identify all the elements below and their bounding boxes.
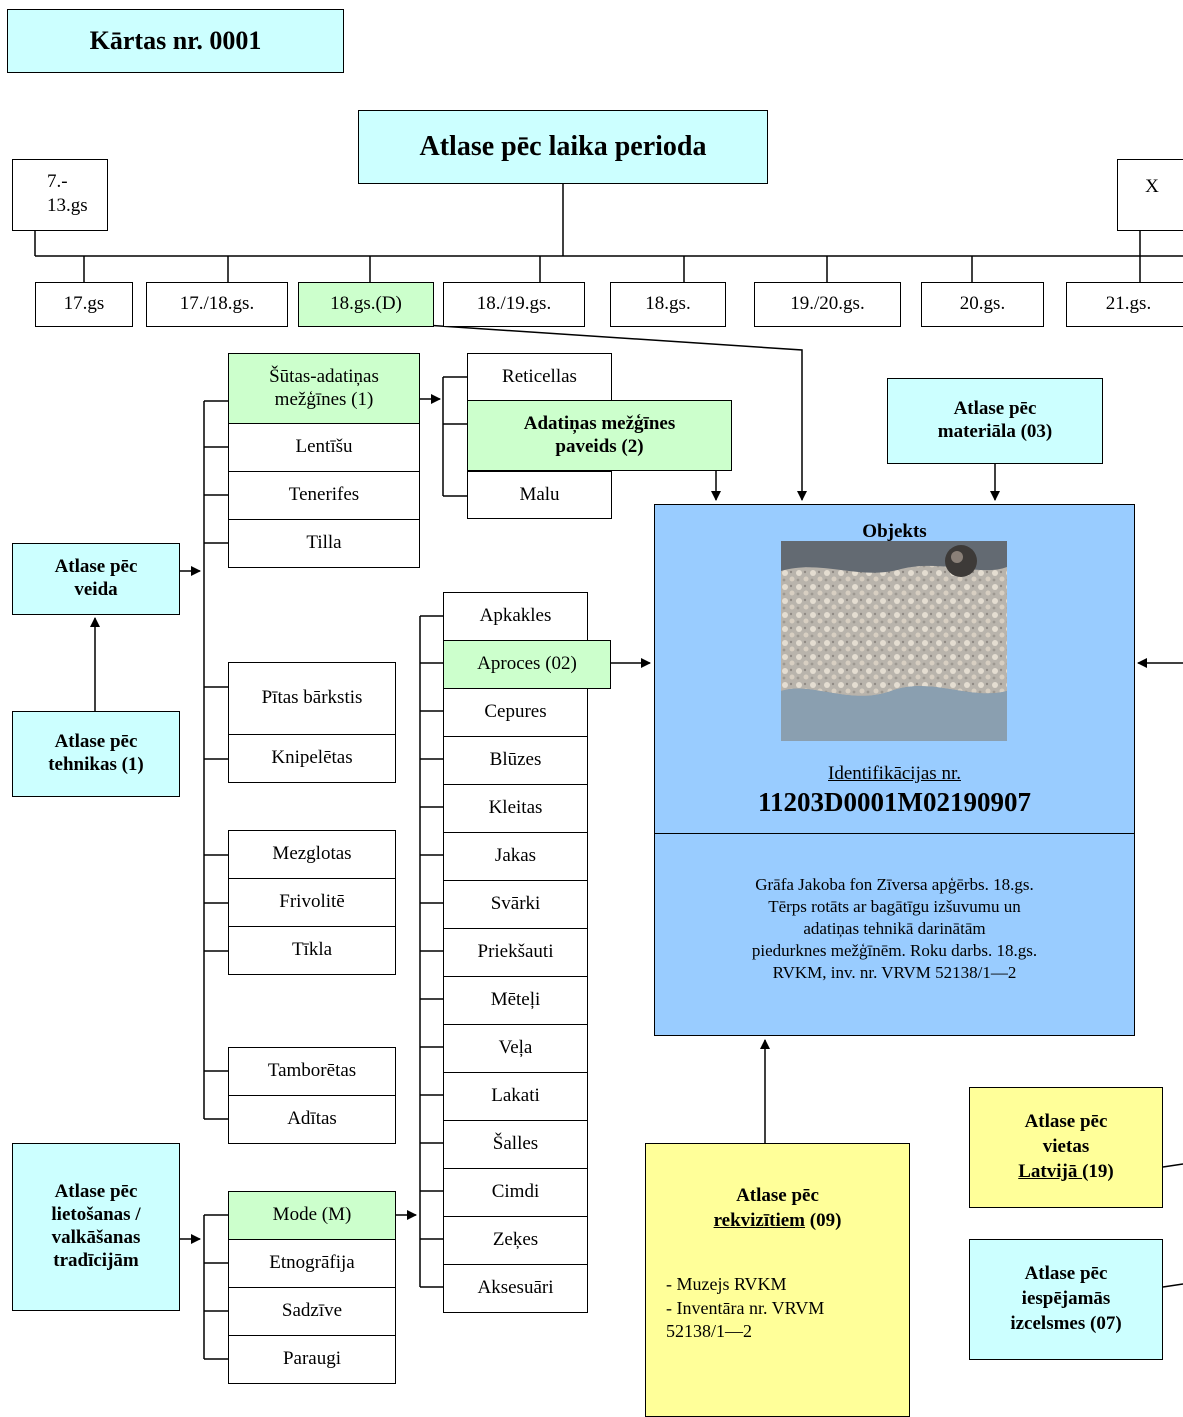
subtype-malu[interactable]: Malu	[467, 471, 612, 519]
material-selector-line2: materiāla (03)	[937, 421, 1053, 442]
technique-selector-line2: tehnikas (1)	[48, 754, 144, 775]
garment-item[interactable]: Jakas	[443, 832, 588, 881]
requisites-line: - Inventāra nr. VRVM	[666, 1297, 825, 1318]
period-left-line2: 13.gs	[47, 194, 88, 216]
usage-selector[interactable]: Atlase pēc lietošanas / valkāšanas tradī…	[12, 1143, 180, 1311]
lace-image	[781, 541, 1007, 741]
type-pitas[interactable]: Pītas bārkstis	[228, 662, 396, 735]
usage-item[interactable]: Etnogrāfija	[228, 1239, 396, 1288]
period-item[interactable]: 17.gs	[35, 282, 133, 327]
requisites-line: 52138/1—2	[666, 1321, 753, 1342]
garment-item[interactable]: Šalles	[443, 1120, 588, 1169]
type-mezglotas[interactable]: Mezglotas	[228, 830, 396, 879]
requisites-selector[interactable]: Atlase pēc rekvizītiem (09) - Muzejs RVK…	[645, 1143, 910, 1417]
type-tenerifes[interactable]: Tenerifes	[228, 471, 420, 520]
period-left-box[interactable]: 7.- 13.gs	[12, 159, 108, 231]
origin-selector[interactable]: Atlase pēc iespējamās izcelsmes (07)	[969, 1239, 1163, 1360]
period-item[interactable]: 19./20.gs.	[754, 282, 901, 327]
garment-item[interactable]: Svārki	[443, 880, 588, 929]
garment-item[interactable]: Cimdi	[443, 1168, 588, 1217]
period-right-box[interactable]: X	[1117, 159, 1183, 231]
object-description-line: piedurknes mežģīnēm. Roku darbs. 18.gs.	[751, 941, 1038, 961]
origin-line3: izcelsmes (07)	[1010, 1312, 1122, 1334]
place-code: (19)	[1082, 1160, 1114, 1182]
place-selector[interactable]: Atlase pēc vietas Latvijā (19)	[969, 1087, 1163, 1208]
material-selector[interactable]: Atlase pēc materiāla (03)	[887, 378, 1103, 464]
garment-item[interactable]: Blūzes	[443, 736, 588, 785]
technique-selector-line1: Atlase pēc	[54, 731, 138, 753]
object-description-line: adatiņas tehnikā darinātām	[803, 919, 986, 939]
period-item[interactable]: 21.gs.	[1066, 282, 1183, 327]
garment-item-selected[interactable]: Aproces (02)	[443, 640, 611, 689]
place-link: Latvijā	[1018, 1160, 1083, 1182]
usage-item-selected[interactable]: Mode (M)	[228, 1191, 396, 1240]
period-selector[interactable]: Atlase pēc laika perioda	[358, 110, 768, 184]
type-frivolite[interactable]: Frivolitē	[228, 878, 396, 927]
place-line2: vietas	[1042, 1136, 1090, 1158]
garment-item[interactable]: Priekšauti	[443, 928, 588, 977]
usage-item[interactable]: Paraugi	[228, 1335, 396, 1384]
requisites-line: - Muzejs RVKM	[666, 1274, 787, 1295]
garment-item[interactable]: Kleitas	[443, 784, 588, 833]
object-description: Grāfa Jakoba fon Zīversa apģērbs. 18.gs.…	[654, 833, 1135, 1036]
requisites-title-code: (09)	[805, 1209, 842, 1231]
type-lentisu[interactable]: Lentīšu	[228, 423, 420, 472]
type-knipeletas[interactable]: Knipelētas	[228, 734, 396, 783]
object-id-label: Identifikācijas nr.	[828, 763, 961, 784]
garment-item[interactable]: Cepures	[443, 688, 588, 737]
subtype-adatinas-line1: Adatiņas mežģīnes	[523, 412, 676, 434]
type-tilla[interactable]: Tilla	[228, 519, 420, 568]
period-item[interactable]: 17./18.gs.	[146, 282, 288, 327]
garment-item[interactable]: Mēteļi	[443, 976, 588, 1025]
place-line1: Atlase pēc	[1024, 1111, 1108, 1133]
type-selector-line1: Atlase pēc	[54, 556, 138, 578]
card-number: Kārtas nr. 0001	[7, 9, 344, 73]
period-item[interactable]: 20.gs.	[921, 282, 1044, 327]
subtype-adatinas[interactable]: Adatiņas mežģīnes paveids (2)	[467, 400, 732, 471]
type-selector[interactable]: Atlase pēc veida	[12, 543, 180, 615]
object-title: Objekts	[862, 521, 927, 542]
lace-photo	[781, 541, 1007, 741]
object-id-value: 11203D0001M02190907	[758, 787, 1031, 817]
usage-item[interactable]: Sadzīve	[228, 1287, 396, 1336]
garment-item[interactable]: Zeķes	[443, 1216, 588, 1265]
usage-selector-line1: Atlase pēc	[54, 1181, 138, 1203]
period-left-line1: 7.-	[47, 171, 68, 192]
object-description-line: Grāfa Jakoba fon Zīversa apģērbs. 18.gs.	[755, 875, 1034, 894]
type-tikla[interactable]: Tīkla	[228, 926, 396, 975]
subtype-reticellas[interactable]: Reticellas	[467, 353, 612, 401]
object-description-line: RVKM, inv. nr. VRVM 52138/1—2	[772, 963, 1017, 983]
type-tamboretas[interactable]: Tamborētas	[228, 1047, 396, 1096]
period-item[interactable]: 18./19.gs.	[443, 282, 585, 327]
origin-line2: iespējamās	[1021, 1288, 1111, 1310]
period-item[interactable]: 18.gs.	[610, 282, 726, 327]
period-item-selected[interactable]: 18.gs.(D)	[298, 282, 434, 327]
garment-item[interactable]: Aksesuāri	[443, 1264, 588, 1313]
usage-selector-line4: tradīcijām	[53, 1249, 139, 1271]
usage-selector-line2: lietošanas /	[51, 1204, 141, 1226]
origin-line1: Atlase pēc	[1024, 1263, 1108, 1285]
type-selector-line2: veida	[74, 579, 118, 600]
requisites-title-link: rekvizītiem	[713, 1209, 806, 1231]
type-sutas-line2: mežģīnes (1)	[274, 388, 374, 410]
type-sutas-line1: Šūtas-adatiņas	[269, 365, 379, 387]
object-description-line: Tērps rotāts ar bagātīgu izšuvumu un	[768, 897, 1021, 917]
subtype-adatinas-line2: paveids (2)	[555, 435, 644, 457]
garment-item[interactable]: Veļa	[443, 1024, 588, 1073]
garment-item[interactable]: Apkakles	[443, 592, 588, 641]
technique-selector[interactable]: Atlase pēc tehnikas (1)	[12, 711, 180, 797]
type-sutas[interactable]: Šūtas-adatiņas mežģīnes (1)	[228, 353, 420, 424]
usage-selector-line3: valkāšanas	[51, 1227, 141, 1248]
material-selector-line1: Atlase pēc	[953, 398, 1037, 420]
garment-item[interactable]: Lakati	[443, 1072, 588, 1121]
requisites-title-line1: Atlase pēc	[736, 1185, 819, 1206]
type-aditas[interactable]: Adītas	[228, 1095, 396, 1144]
